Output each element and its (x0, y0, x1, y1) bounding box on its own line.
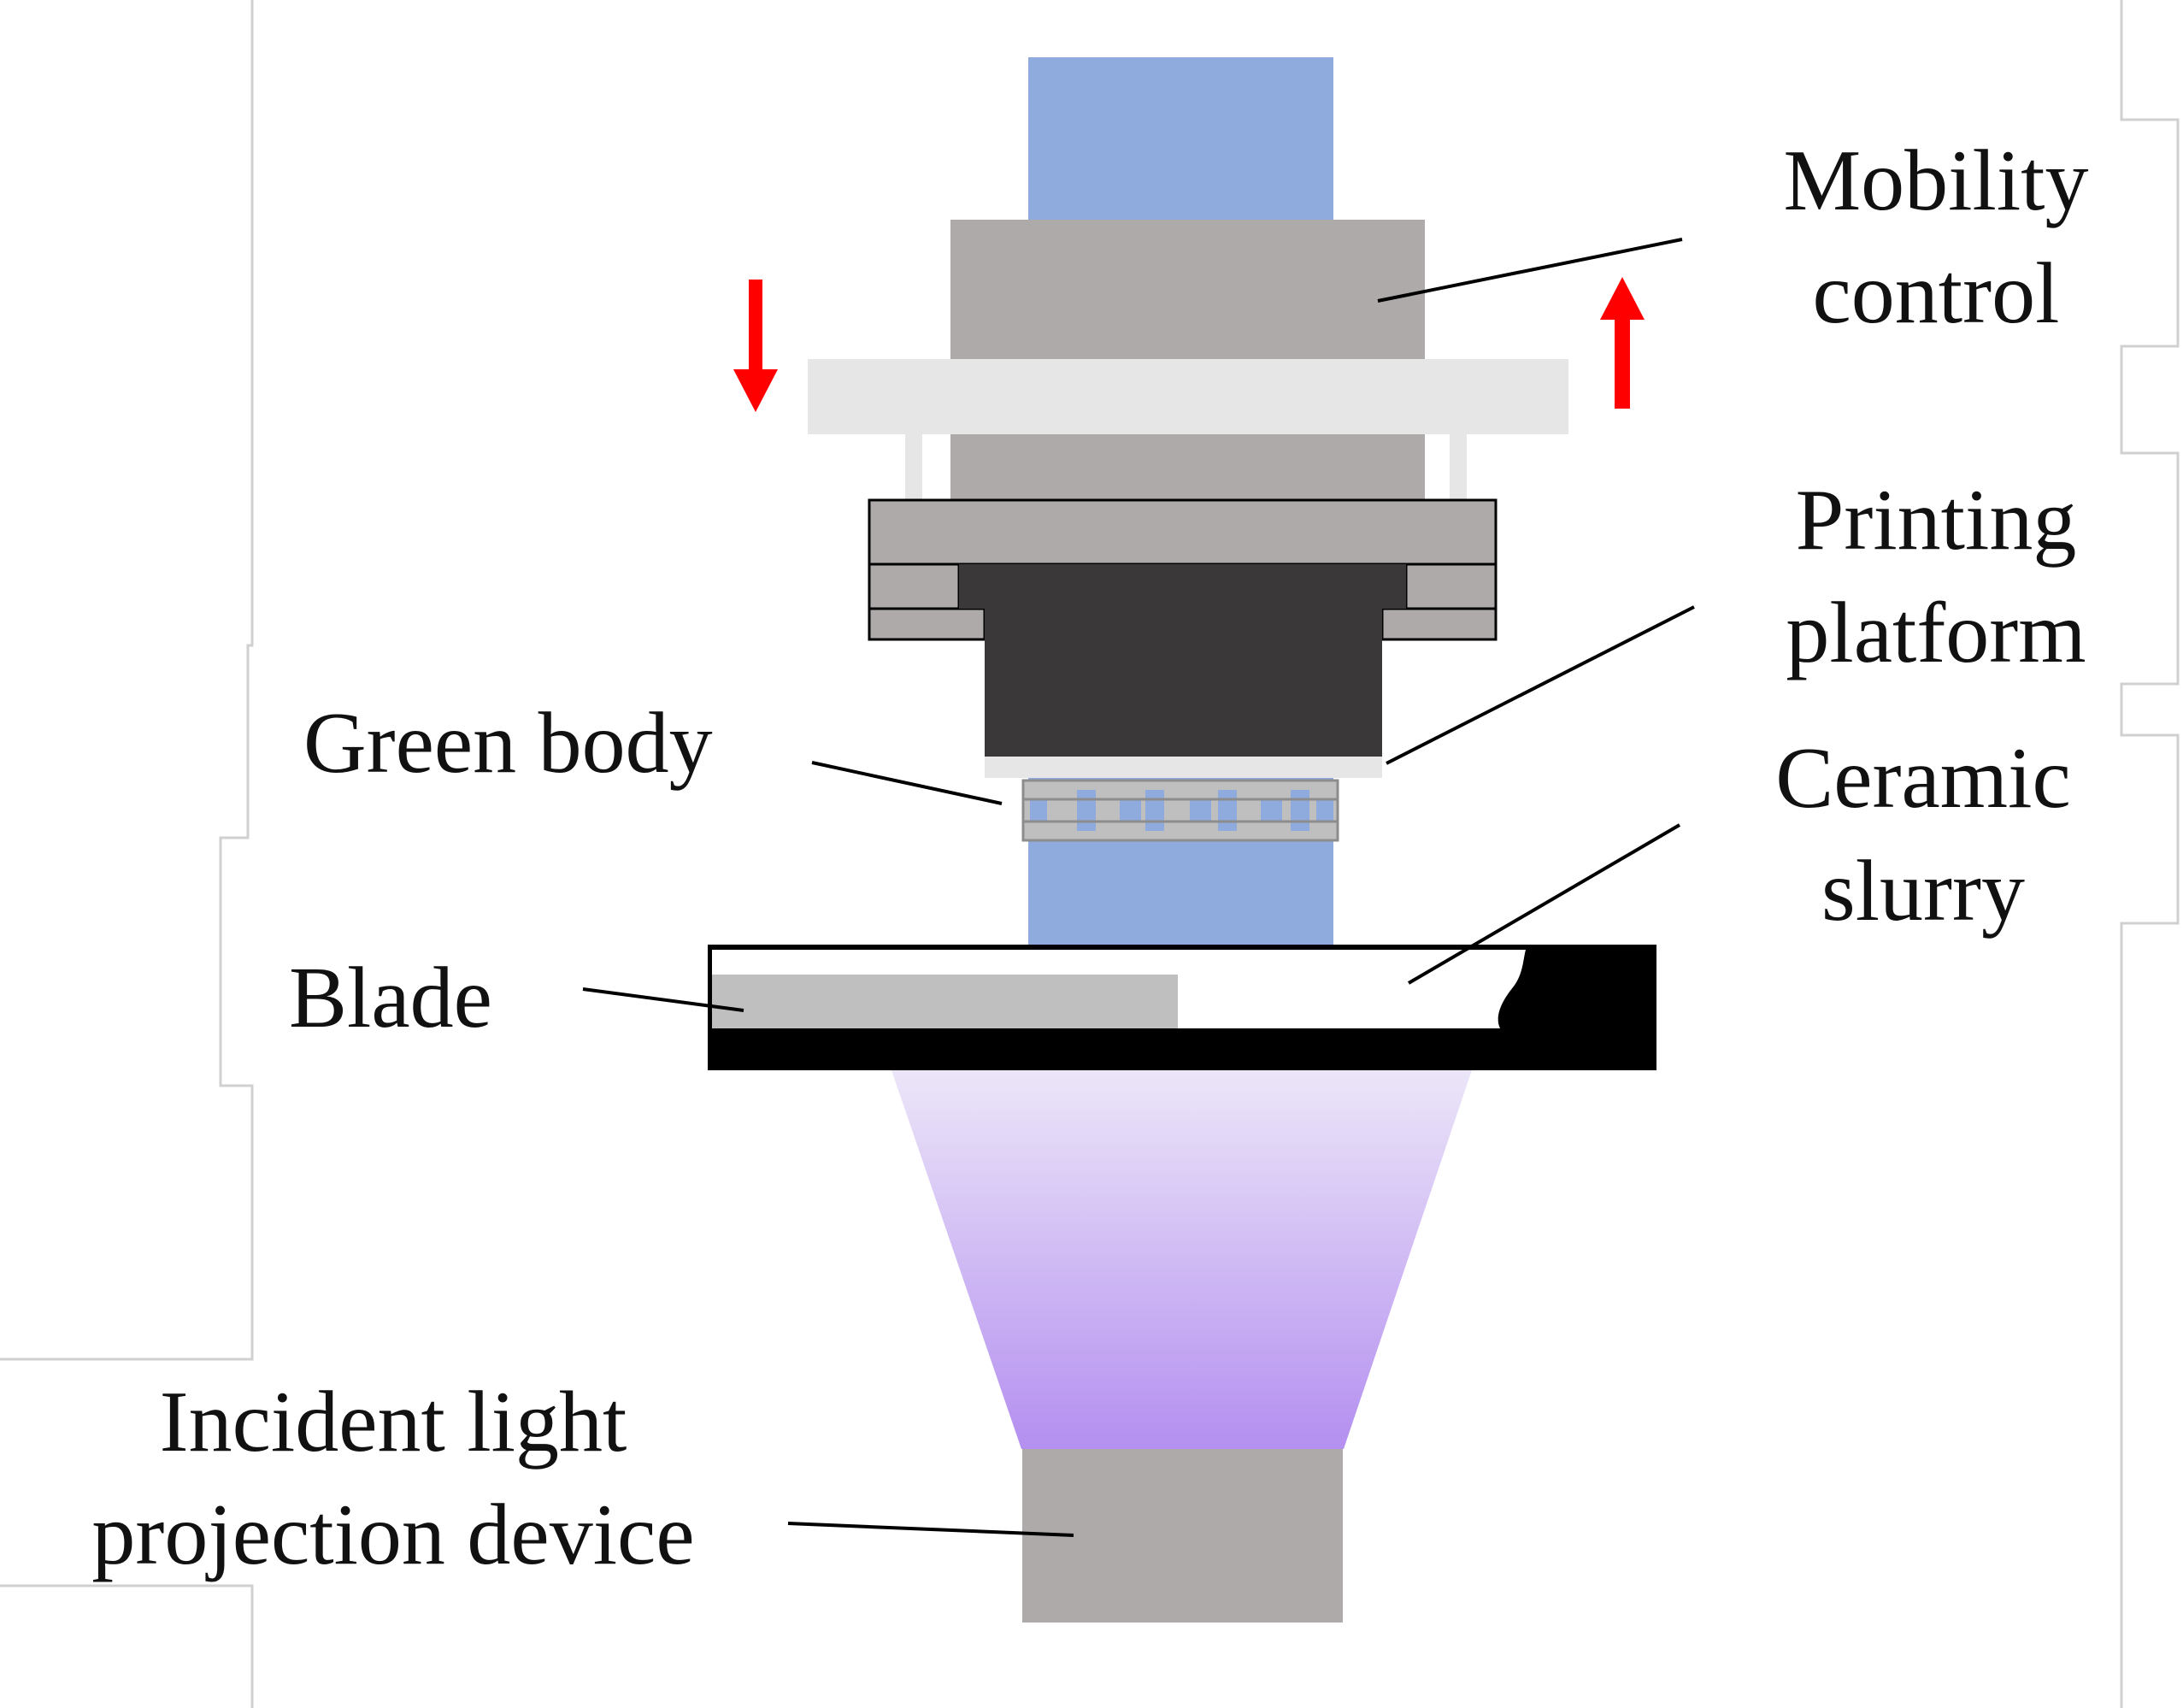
leader-mobility-control (1377, 238, 1683, 303)
uv-light-cone (891, 1070, 1472, 1449)
support-post-right (1450, 432, 1467, 500)
label-green-body: Green body (303, 695, 713, 792)
green-body (1021, 779, 1339, 842)
label-incident-light-line1: Incident light (159, 1374, 627, 1470)
label-ceramic-slurry-line2: slurry (1821, 843, 2025, 939)
up-arrow (1600, 277, 1645, 409)
leader-lines (582, 238, 1695, 1537)
label-ceramic-slurry-line1: Ceramic (1775, 730, 2071, 827)
label-incident-light-line2: projection device (91, 1487, 695, 1583)
platform-plate (985, 757, 1382, 778)
label-mobility-control: Mobility control (1752, 125, 2120, 350)
leader-ceramic-slurry (1407, 823, 1681, 985)
leader-green-body (811, 761, 1003, 805)
label-mobility-control-line1: Mobility (1783, 133, 2089, 229)
label-incident-light-projection-device: Incident light projection device (43, 1366, 744, 1592)
leader-printing-platform (1386, 605, 1695, 765)
printing-platform (959, 564, 1406, 757)
cross-bar (808, 359, 1568, 434)
label-ceramic-slurry: Ceramic slurry (1735, 722, 2111, 948)
leader-projection-device (787, 1522, 1074, 1537)
label-blade: Blade (289, 950, 492, 1046)
label-printing-platform-line2: platform (1786, 585, 2086, 681)
label-printing-platform: Printing platform (1744, 464, 2128, 690)
label-printing-platform-line1: Printing (1795, 472, 2077, 568)
support-post-left (905, 432, 922, 500)
blade (712, 975, 1178, 1028)
leader-blade (582, 987, 744, 1012)
platform-holder (868, 498, 1498, 641)
label-mobility-control-line2: control (1812, 245, 2060, 342)
projection-device (1022, 1449, 1343, 1623)
slurry-vat (708, 945, 1656, 1070)
down-arrow (733, 280, 778, 412)
